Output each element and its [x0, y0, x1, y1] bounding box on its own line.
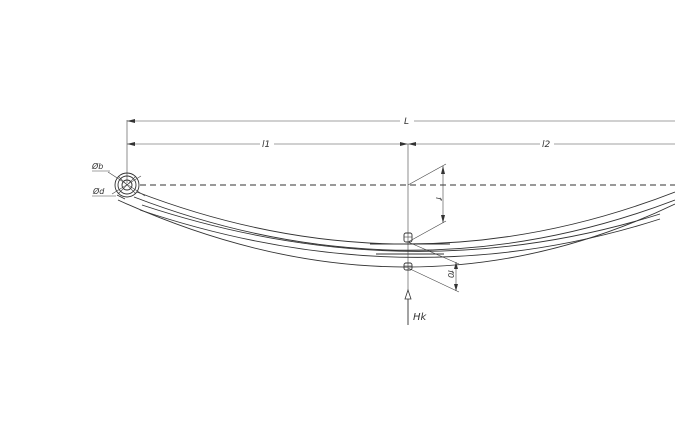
spring-eye — [107, 171, 146, 198]
load-arrow: Hk — [404, 288, 428, 325]
segment-length-dimensions: l1 l2 — [127, 137, 675, 150]
overall-length-label: L — [404, 117, 409, 127]
front-length-label: l1 — [262, 140, 270, 150]
camber-dimension: f — [407, 163, 447, 243]
leaf-spring — [116, 191, 675, 268]
eye-outer-diameter-label: Øb — [91, 161, 103, 171]
camber-label: f — [434, 197, 443, 201]
eye-inner-diameter-label: Ød — [92, 186, 105, 196]
rear-length-label: l2 — [542, 140, 551, 150]
eye-diameter-labels: Øb Ød — [91, 161, 116, 197]
deflection-label: f0 — [446, 270, 455, 278]
deflection-dimension: f0 — [407, 241, 460, 293]
overall-length-dimension: L — [126, 114, 675, 183]
load-label: Hk — [413, 312, 428, 323]
center-bolt — [403, 232, 413, 271]
